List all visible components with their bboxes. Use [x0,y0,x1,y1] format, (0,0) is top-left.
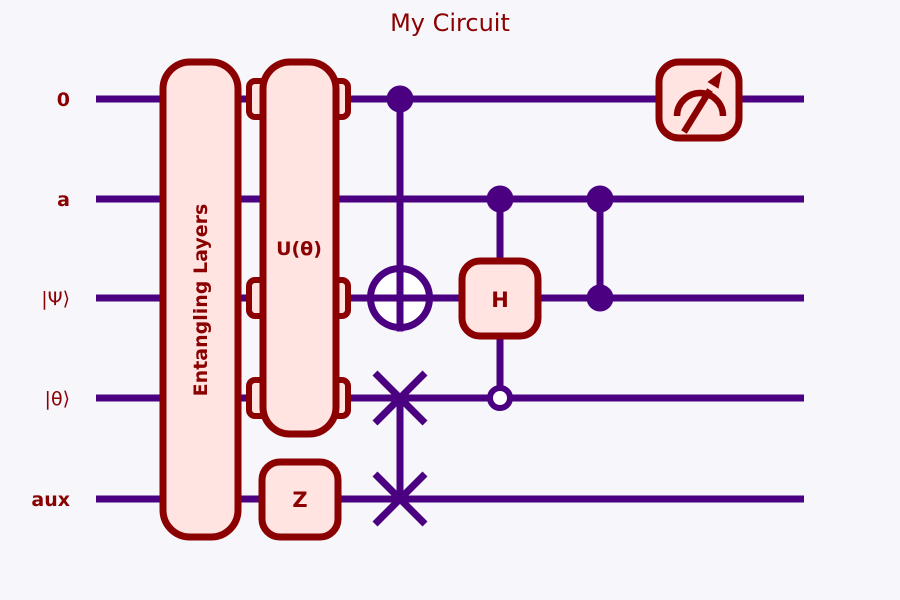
measurement-box [655,58,743,142]
hadamard-label: H [491,288,509,312]
measurement-arc [673,89,727,117]
measurement-needle [681,88,713,134]
circuit-title: My Circuit [390,9,510,37]
wire-label-theta: |θ⟩ [45,388,70,410]
cz-target-dot [586,284,614,312]
swap-cross-icon-aux [372,471,428,527]
wire-label-0: 0 [57,89,70,111]
wire-label-a: a [57,189,70,211]
ch-control-dot [486,185,514,213]
ch-open-control-dot [487,385,513,411]
swap-theta-stroke-2 [372,370,428,426]
cnot-control-dot [386,85,414,113]
wire-label-psi: |Ψ⟩ [41,288,70,310]
measurement-icon [673,71,727,134]
cnot-target-icon [365,265,435,332]
pauli-z-box [258,458,342,541]
cz-control-dot [586,185,614,213]
measurement-needle-arrowhead [707,71,722,89]
u-theta-label: U(θ) [276,238,322,260]
entangling-layers-box [159,58,242,541]
swap-aux-stroke-2 [372,471,428,527]
u-theta-box [259,58,340,438]
swap-cross-icon-theta [372,370,428,426]
wire-label-aux: aux [31,489,70,511]
pauli-z-label: Z [292,488,307,512]
entangling-layers-label: Entangling Layers [190,204,212,397]
hadamard-box [458,257,542,340]
